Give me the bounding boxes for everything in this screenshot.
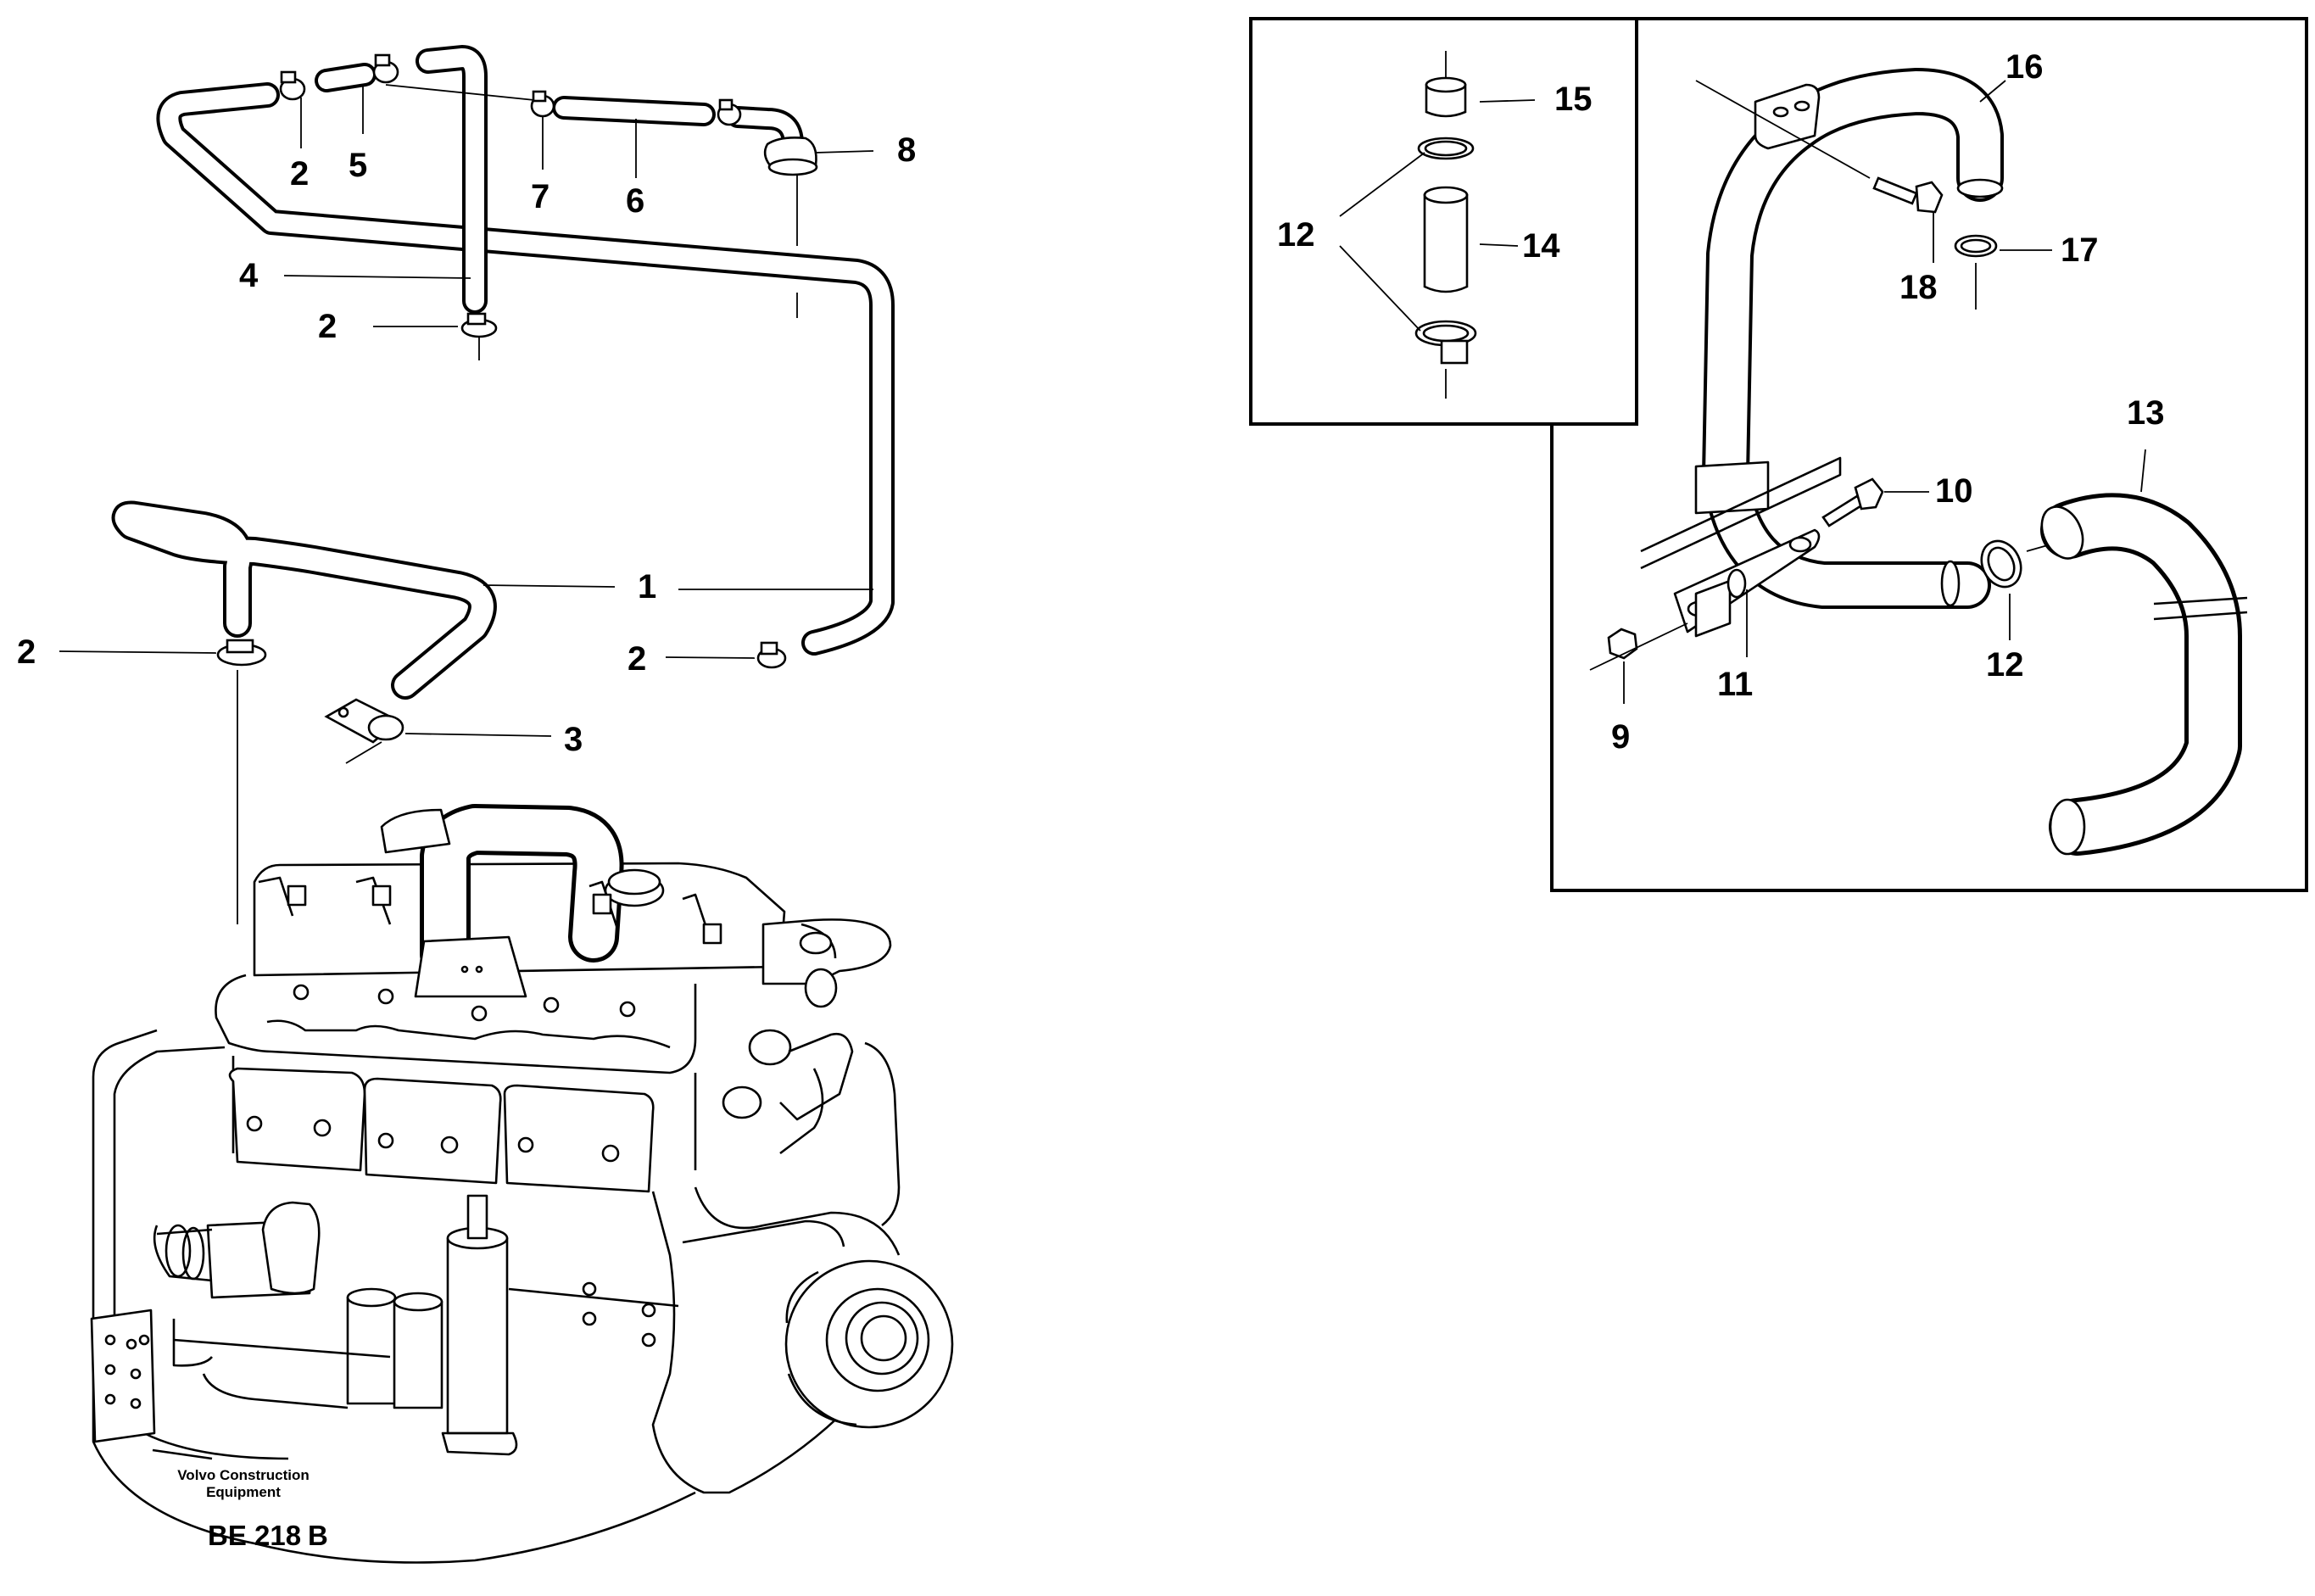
engine-illustration	[90, 804, 954, 1564]
callout-12: 12	[1986, 646, 2024, 684]
detail-inset	[1249, 17, 2308, 892]
credit-line-2: Equipment	[206, 1484, 281, 1500]
hose-clamp	[216, 639, 267, 667]
callout-2: 2	[17, 633, 36, 671]
hose-clamp	[756, 641, 787, 669]
callout-2: 2	[628, 640, 646, 678]
callout-15: 15	[1554, 81, 1593, 118]
callout-labels: 2 5 7 6 8 4 2 1 2 3 2 15 12 14 16 18 17 …	[17, 48, 2165, 758]
leader-lines	[59, 80, 2146, 764]
hose-clamp	[530, 90, 555, 118]
upper-hose-assembly	[156, 45, 895, 669]
callout-11: 11	[1717, 666, 1753, 703]
callout-8: 8	[897, 131, 916, 169]
hose-clamp	[279, 70, 306, 101]
callout-6: 6	[626, 182, 644, 220]
callout-2: 2	[290, 155, 309, 193]
callout-5: 5	[349, 147, 367, 184]
callout-16: 16	[2005, 48, 2044, 86]
callout-13: 13	[2127, 394, 2165, 432]
figure-code: BE 218	[208, 1520, 301, 1551]
callout-9: 9	[1611, 718, 1630, 756]
callout-2: 2	[318, 308, 337, 345]
lower-hose-assembly	[111, 500, 497, 744]
figure-revision: B	[308, 1520, 328, 1551]
credit-line-1: Volvo Construction	[177, 1467, 310, 1483]
bent-hose	[2040, 493, 2248, 856]
callout-17: 17	[2061, 232, 2099, 269]
callout-3: 3	[564, 721, 583, 758]
callout-14: 14	[1522, 227, 1560, 265]
pipe-assembly	[1589, 68, 2057, 671]
callout-12: 12	[1277, 216, 1315, 254]
callout-10: 10	[1935, 472, 1973, 510]
hose-connector	[324, 698, 404, 744]
callout-7: 7	[531, 178, 549, 215]
callout-1: 1	[638, 568, 656, 605]
callout-18: 18	[1899, 269, 1938, 306]
sleeve-detail	[1339, 51, 1536, 399]
callout-4: 4	[239, 257, 259, 294]
credit-block: Volvo Construction Equipment BE 218 B	[177, 1467, 328, 1551]
hose-clamp	[717, 98, 742, 126]
hose-clamp	[460, 312, 498, 338]
hose-clamp	[372, 53, 399, 84]
